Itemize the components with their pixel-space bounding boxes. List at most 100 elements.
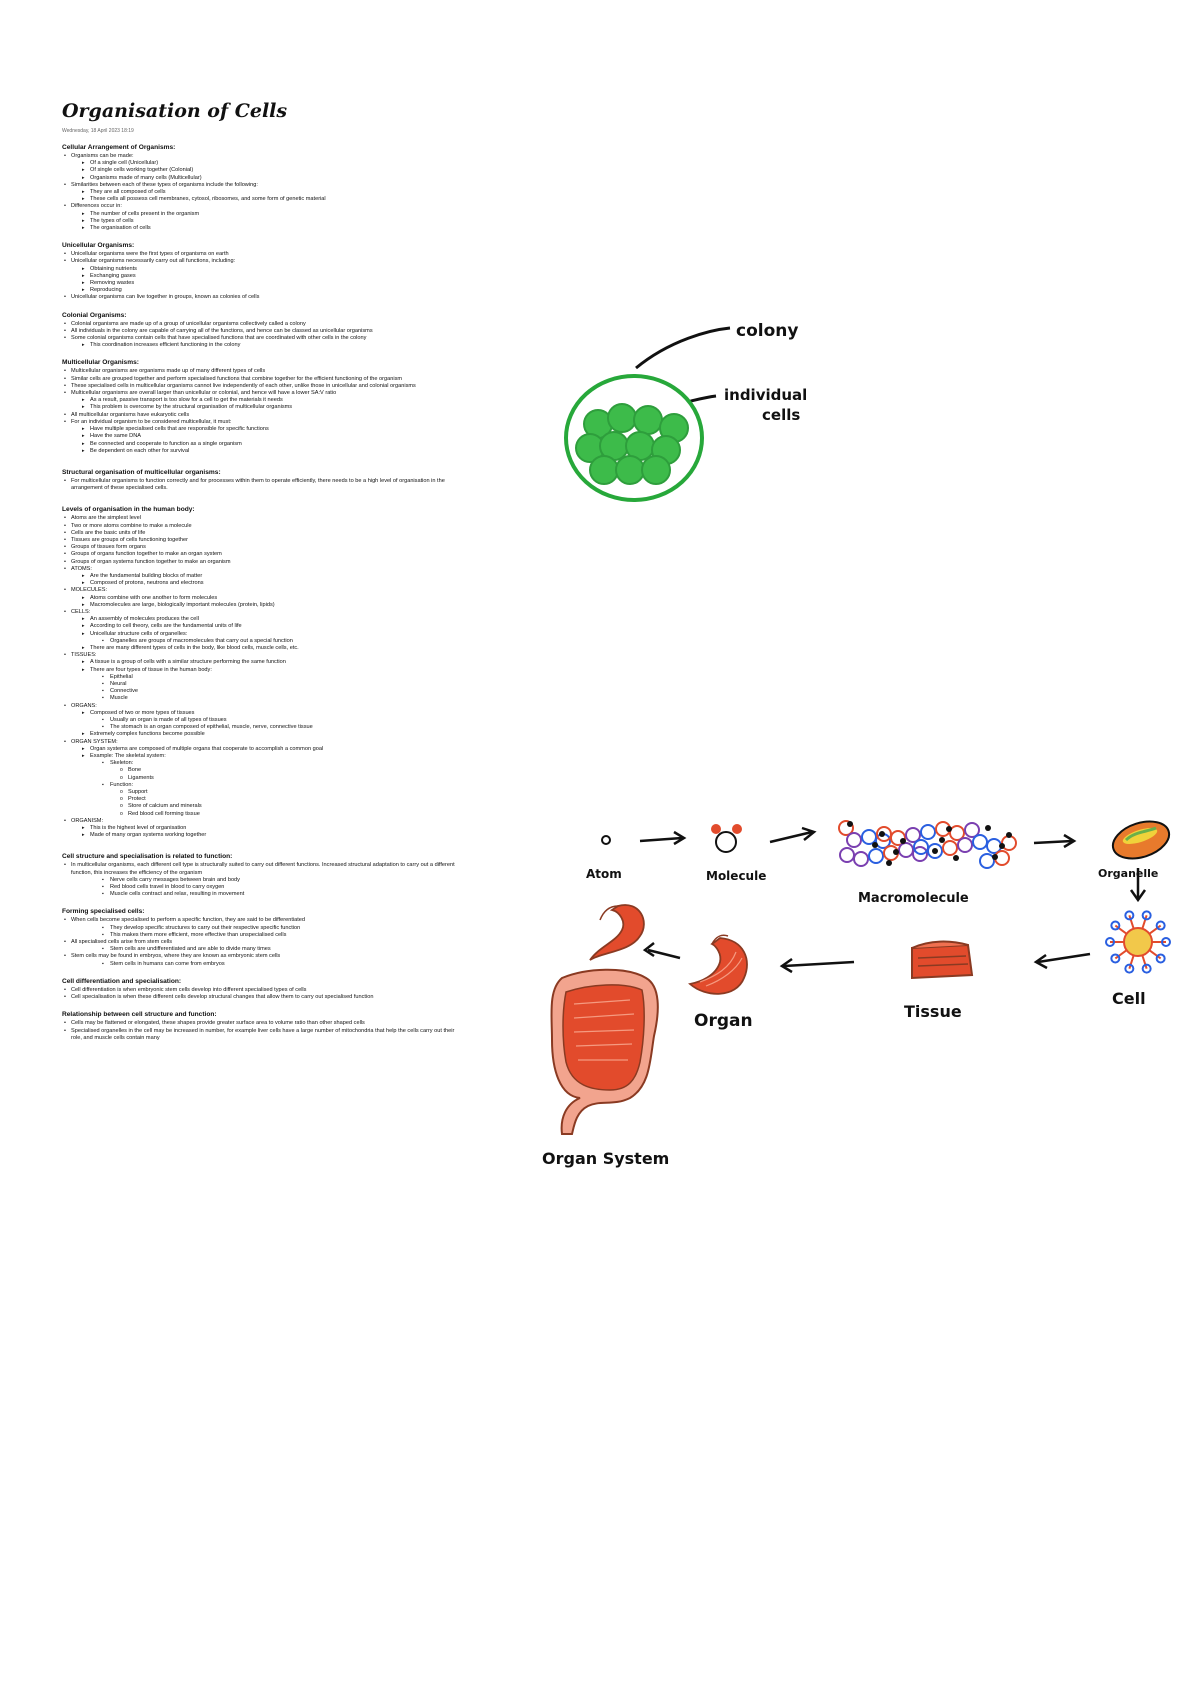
cell-projection-tip [1124,963,1135,974]
list-item: Skeleton: [62,760,457,767]
section-heading: Cellular Arrangement of Organisms: [62,144,176,151]
macromolecule-atom [847,821,853,827]
cell-projection [1141,915,1148,929]
list-item: ATOMS: [62,566,457,573]
label-macromolecule: Macromolecule [858,891,969,906]
list-item: Cell differentiation is when embryonic s… [62,987,457,994]
list-item: An assembly of molecules produces the ce… [62,616,457,623]
macromolecule-unit [905,827,921,843]
list-item: Similar cells are grouped together and p… [62,376,457,383]
colony-pointer-line [635,326,731,370]
list-item: Organ systems are composed of multiple o… [62,746,457,753]
list-item: There are four types of tissue in the hu… [62,667,457,674]
macromolecule-shape [838,820,1017,869]
list-item: Red blood cell forming tissue [62,811,457,818]
label-atom: Atom [586,867,622,881]
colony-cell [641,455,671,485]
list-item: A tissue is a group of cells with a simi… [62,659,457,666]
macromolecule-unit [838,820,854,836]
list-item: Cell specialisation is when these differ… [62,994,457,1001]
list-item: These specialised cells in multicellular… [62,383,457,390]
organ-system-shape [550,904,659,1135]
list-item: The number of cells present in the organ… [62,211,457,218]
list-item: MOLECULES: [62,587,457,594]
macromolecule-atom [985,825,991,831]
list-item: Muscle [62,695,457,702]
bullet-list: Organisms can be made:Of a single cell (… [62,153,457,232]
macromolecule-atom [999,843,1005,849]
macromolecule-atom [900,838,906,844]
list-item: The types of cells [62,218,457,225]
section-heading: Levels of organisation in the human body… [62,506,195,514]
notes-section: Cellular Arrangement of Organisms: Organi… [62,144,457,232]
macromolecule-atom [879,831,885,837]
macromolecule-atom [872,842,878,848]
macromolecule-unit [861,829,877,845]
section-heading: Unicellular Organisms: [62,242,135,250]
arrow-macromolecule-organelle [1033,839,1073,845]
list-item: Composed of protons, neutrons and electr… [62,580,457,587]
list-item: Epithelial [62,674,457,681]
notes-section: Forming specialised cells:When cells bec… [62,908,457,968]
cell-projection [1148,924,1162,935]
list-item: Red blood cells travel in blood to carry… [62,884,457,891]
macromolecule-unit [839,847,855,863]
organisation-diagram: Atom Molecule Macromolecule Organelle Ce… [542,820,1171,1168]
arrow-cell-tissue [1037,952,1091,964]
macromolecule-unit [957,837,973,853]
cell-projection-tip [1155,920,1166,931]
list-item: They are all composed of cells [62,189,457,196]
organelle-shape [1111,820,1171,860]
cell-projection [1128,915,1135,929]
notes-section: Levels of organisation in the human body… [62,506,457,839]
bullet-list: Atoms are the simplest levelTwo or more … [62,515,457,839]
list-item: The organisation of cells [62,225,457,232]
macromolecule-atom [1006,832,1012,838]
list-item: Nerve cells carry messages between brain… [62,877,457,884]
list-item: Be dependent on each other for survival [62,448,457,455]
notes-section: Cell differentiation and specialisation:… [62,978,457,1002]
cell-projection-tip [1161,937,1171,947]
list-item: Function: [62,782,457,789]
list-item: Two or more atoms combine to make a mole… [62,523,457,530]
list-item: Unicellular organisms can live together … [62,294,457,301]
macromolecule-unit [913,839,929,855]
macromolecule-unit [949,825,965,841]
individual-cells-label-2: cells [762,406,800,424]
list-item: For multicellular organisms to function … [62,478,457,492]
list-item: Stem cells are undifferentiated and are … [62,946,457,953]
list-item: Connective [62,688,457,695]
list-item: Stem cells may be found in embryos, wher… [62,953,457,960]
list-item: Made of many organ systems working toget… [62,832,457,839]
list-item: The stomach is an organ composed of epit… [62,724,457,731]
colony-cell [633,405,663,435]
list-item: Groups of organ systems function togethe… [62,559,457,566]
list-item: All specialised cells arise from stem ce… [62,939,457,946]
list-item: Bone [62,767,457,774]
timestamp: Wednesday, 18 April 2023 18:19 [62,128,134,134]
macromolecule-unit [853,851,869,867]
arrow-molecule-macromolecule [769,830,813,844]
list-item: Atoms are the simplest level [62,515,457,522]
molecule-shape [711,824,742,853]
colony-cell [615,455,645,485]
section-heading: Multicellular Organisms: [62,359,139,367]
list-item: CELLS: [62,609,457,616]
list-item: For an individual organism to be conside… [62,419,457,426]
list-item: This is the highest level of organisatio… [62,825,457,832]
list-item: Support [62,789,457,796]
list-item: Unicellular organisms were the first typ… [62,251,457,258]
notes-column: Organisation of Cells Wednesday, 18 Apri… [62,100,457,1052]
cell-projection-tip [1141,963,1152,974]
macromolecule-atom [893,849,899,855]
label-organelle: Organelle [1098,867,1158,880]
list-item: Multicellular organisms are overall larg… [62,390,457,397]
macromolecule-unit [912,846,928,862]
cell-projection [1141,955,1148,969]
bullet-list: Unicellular organisms were the first typ… [62,251,457,302]
bullet-list: When cells become specialised to perform… [62,917,457,968]
list-item: According to cell theory, cells are the … [62,623,457,630]
section-heading: Structural organisation of multicellular… [62,468,221,476]
list-item: Of single cells working together (Coloni… [62,167,457,174]
list-item: Of a single cell (Unicellular) [62,160,457,167]
